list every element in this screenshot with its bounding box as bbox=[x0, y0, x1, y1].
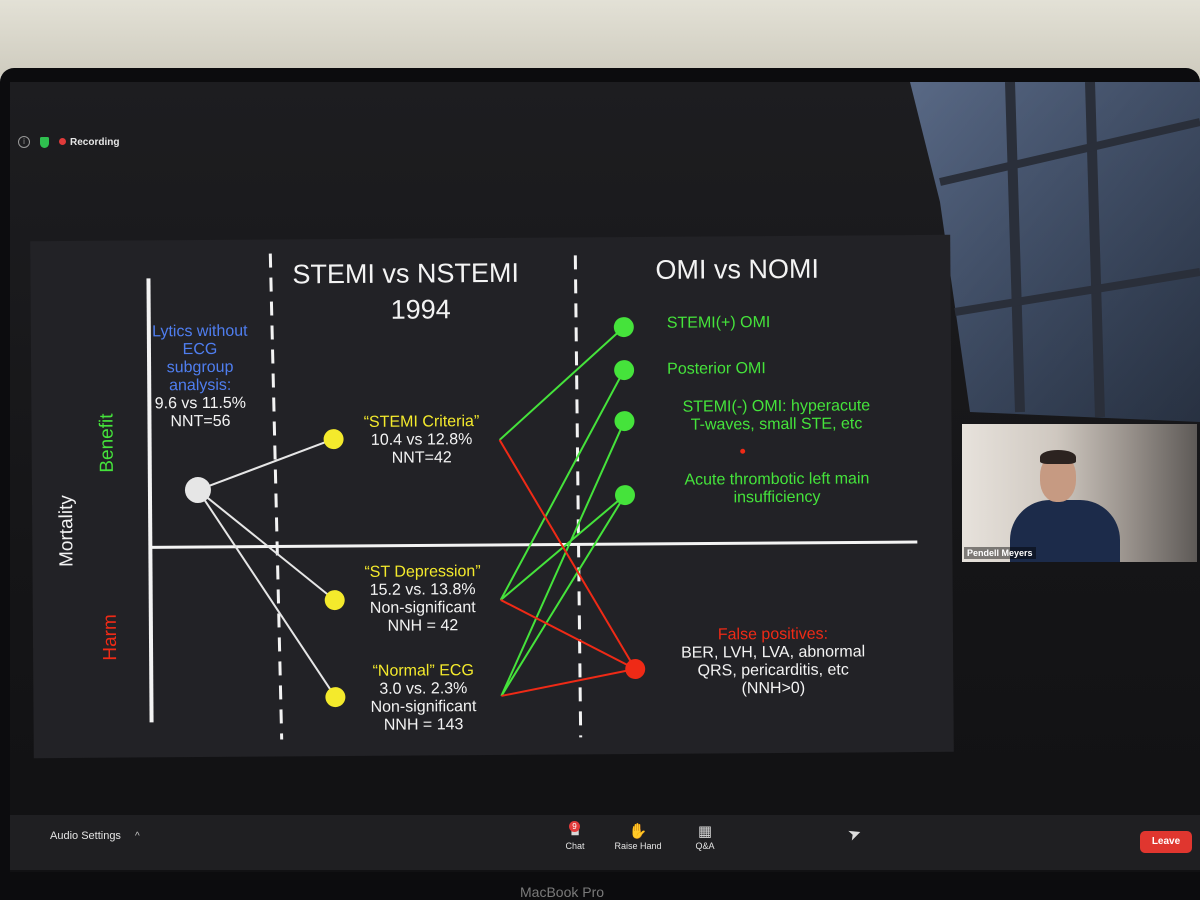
audio-settings-label: Audio Settings bbox=[50, 830, 121, 842]
separator-right bbox=[573, 255, 583, 738]
lytics-line3: subgroup bbox=[166, 358, 234, 377]
recording-indicator: Recording bbox=[59, 137, 119, 148]
red-line-1 bbox=[498, 439, 637, 670]
raise-hand-label: Raise Hand bbox=[614, 841, 662, 851]
posterior-node bbox=[614, 360, 635, 381]
normal-ecg-line2: Non-significant bbox=[370, 697, 477, 716]
green-line-4 bbox=[500, 420, 626, 697]
line-to-st-depression bbox=[197, 489, 336, 601]
st-depression-line1: 15.2 vs. 13.8% bbox=[369, 581, 476, 599]
chevron-up-icon[interactable]: ^ bbox=[134, 831, 140, 842]
false-positives-line2: QRS, pericarditis, etc bbox=[697, 661, 849, 680]
meeting-toolbar: Audio Settings ^ ■ 9 Chat ✋ Raise Hand ▦ … bbox=[10, 815, 1200, 870]
omi-left-main-line1: Acute thrombotic left main bbox=[684, 470, 870, 489]
green-line-5 bbox=[500, 494, 626, 697]
qa-button[interactable]: ▦ Q&A bbox=[688, 823, 722, 851]
stemi-criteria-line2: NNT=42 bbox=[391, 449, 452, 467]
axis-mortality-label: Mortality bbox=[55, 495, 78, 568]
raise-hand-button[interactable]: ✋ Raise Hand bbox=[608, 823, 668, 851]
participant-name: Pendell Meyers bbox=[964, 547, 1036, 559]
title-left-line2: 1994 bbox=[390, 294, 451, 325]
audio-settings-button[interactable]: Audio Settings ^ bbox=[50, 830, 140, 842]
false-positives-title: False positives: bbox=[717, 625, 829, 644]
shield-icon[interactable] bbox=[40, 136, 49, 148]
omi-stemi-pos: STEMI(+) OMI bbox=[666, 314, 771, 332]
false-positives-block: False positives: BER, LVH, LVA, abnormal… bbox=[658, 625, 888, 698]
stemi-neg-node bbox=[614, 411, 635, 432]
meeting-topbar: i Recording bbox=[18, 136, 119, 148]
red-line-2 bbox=[500, 599, 636, 670]
record-dot-icon bbox=[59, 138, 66, 146]
participant-video-tile[interactable]: Pendell Meyers bbox=[962, 424, 1197, 562]
participant-hair bbox=[1040, 450, 1076, 464]
lytics-line4: analysis: bbox=[169, 376, 232, 394]
lytics-block: Lytics without ECG subgroup analysis: 9.… bbox=[145, 323, 256, 431]
axis-harm-label: Harm bbox=[99, 614, 122, 661]
separator-left bbox=[268, 253, 284, 740]
false-positive-node bbox=[625, 659, 646, 680]
lytics-line2: ECG bbox=[182, 340, 218, 359]
participant-body bbox=[1010, 500, 1120, 562]
title-right: OMI vs NOMI bbox=[655, 253, 820, 285]
stemi-criteria-title: “STEMI Criteria” bbox=[363, 413, 480, 431]
st-depression-node bbox=[324, 590, 345, 611]
background-wall bbox=[0, 0, 1200, 75]
green-line-2 bbox=[499, 369, 626, 601]
lytics-line6: NNT=56 bbox=[170, 412, 231, 430]
chat-label: Chat bbox=[565, 841, 585, 851]
st-depression-block: “ST Depression” 15.2 vs. 13.8% Non-signi… bbox=[352, 563, 492, 636]
omi-left-main: Acute thrombotic left main insufficiency bbox=[662, 470, 892, 507]
false-positives-line1: BER, LVH, LVA, abnormal bbox=[680, 643, 866, 662]
left-main-node bbox=[614, 485, 635, 506]
y-axis-line bbox=[146, 278, 154, 723]
leave-button[interactable]: Leave bbox=[1140, 831, 1192, 853]
normal-ecg-line1: 3.0 vs. 2.3% bbox=[379, 680, 468, 698]
recording-label: Recording bbox=[70, 136, 120, 148]
st-depression-title: “ST Depression” bbox=[364, 563, 481, 581]
false-positives-line3: (NNH>0) bbox=[741, 679, 806, 697]
omi-stemi-neg-line2: T-waves, small STE, etc bbox=[690, 415, 863, 434]
line-to-normal-ecg bbox=[197, 489, 337, 698]
normal-ecg-node bbox=[325, 687, 346, 708]
omi-stemi-neg-line1: STEMI(-) OMI: hyperacute bbox=[682, 397, 871, 416]
laptop-brand: MacBook Pro bbox=[520, 884, 605, 900]
st-depression-line2: Non-significant bbox=[369, 598, 476, 617]
shared-slide: STEMI vs NSTEMI 1994 OMI vs NOMI Mortali… bbox=[30, 234, 954, 759]
st-depression-line3: NNH = 42 bbox=[387, 616, 459, 635]
red-line-3 bbox=[501, 668, 636, 697]
line-to-stemi-criteria bbox=[197, 438, 334, 491]
chat-button[interactable]: ■ 9 Chat bbox=[555, 821, 595, 851]
normal-ecg-block: “Normal” ECG 3.0 vs. 2.3% Non-significan… bbox=[353, 662, 493, 735]
chat-badge: 9 bbox=[569, 821, 580, 832]
stemi-pos-node bbox=[613, 317, 634, 338]
title-left-line1: STEMI vs NSTEMI bbox=[292, 257, 520, 290]
stemi-criteria-node bbox=[323, 429, 344, 450]
lytics-line1: Lytics without bbox=[152, 322, 248, 341]
normal-ecg-title: “Normal” ECG bbox=[372, 662, 474, 680]
qa-icon: ▦ bbox=[697, 823, 713, 840]
stemi-criteria-line1: 10.4 vs 12.8% bbox=[370, 431, 473, 449]
axis-benefit-label: Benefit bbox=[96, 413, 118, 473]
lytics-line5: 9.6 vs 11.5% bbox=[154, 394, 247, 412]
green-line-1 bbox=[498, 326, 625, 441]
hand-icon: ✋ bbox=[628, 823, 648, 840]
omi-posterior: Posterior OMI bbox=[667, 360, 766, 378]
info-icon[interactable]: i bbox=[18, 136, 30, 148]
normal-ecg-line3: NNH = 143 bbox=[383, 715, 464, 734]
qa-label: Q&A bbox=[695, 841, 715, 851]
omi-stemi-neg: STEMI(-) OMI: hyperacute T-waves, small … bbox=[661, 397, 891, 434]
omi-left-main-line2: insufficiency bbox=[733, 488, 821, 507]
stemi-criteria-block: “STEMI Criteria” 10.4 vs 12.8% NNT=42 bbox=[351, 413, 491, 468]
pointer-dot bbox=[740, 448, 746, 454]
slide-diagram bbox=[146, 253, 918, 740]
origin-node bbox=[184, 477, 211, 504]
